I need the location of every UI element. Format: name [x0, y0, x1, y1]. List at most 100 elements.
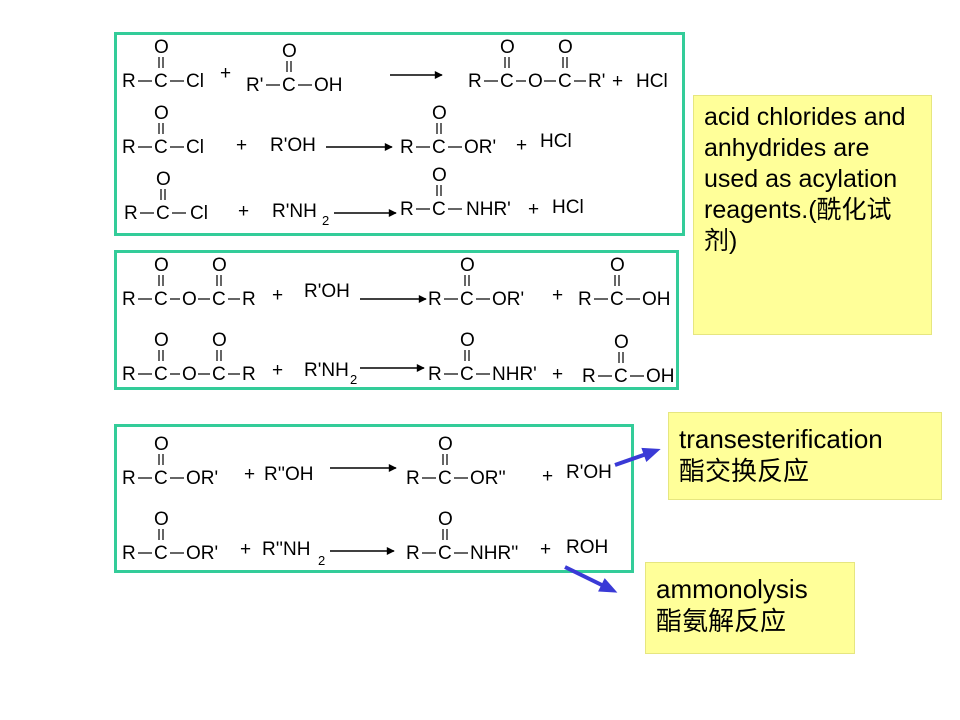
alcohol: R'OH: [270, 135, 316, 156]
alcohol: ROH: [566, 537, 608, 558]
carbonyl-carbon: C: [154, 137, 168, 158]
plus-sign: +: [552, 364, 563, 385]
alkoxy-group: OR': [186, 468, 218, 489]
plus-sign: +: [516, 135, 527, 156]
carbonyl-oxygen: O: [610, 255, 625, 276]
carbonyl-oxygen: O: [558, 37, 573, 58]
hydrogen-chloride: HCl: [636, 71, 668, 92]
carbonyl-carbon: C: [500, 71, 514, 92]
plus-sign: +: [272, 285, 283, 306]
carbonyl-carbon: C: [212, 364, 226, 385]
chlorine: Cl: [186, 137, 204, 158]
bridge-oxygen: O: [182, 289, 197, 310]
plus-sign: +: [238, 201, 249, 222]
hydroxyl: OH: [646, 366, 675, 387]
carbonyl-carbon: C: [438, 543, 452, 564]
plus-sign: +: [220, 63, 231, 84]
alcohol: R''OH: [264, 464, 313, 485]
alkyl-group: R: [122, 364, 136, 385]
alkyl-group: R: [122, 71, 136, 92]
carbonyl-oxygen: O: [156, 169, 171, 190]
plus-sign: +: [528, 199, 539, 220]
alkyl-group: R: [122, 468, 136, 489]
carbonyl-oxygen: O: [432, 103, 447, 124]
ammonolysis-note: ammonolysis 酯氨解反应: [645, 562, 855, 654]
chlorine: Cl: [190, 203, 208, 224]
alkyl-group: R: [468, 71, 482, 92]
carbonyl-carbon: C: [460, 364, 474, 385]
subscript-two: 2: [350, 372, 357, 387]
carbonyl-carbon: C: [156, 203, 170, 224]
alkyl-group: R: [578, 289, 592, 310]
plus-sign: +: [540, 539, 551, 560]
carbonyl-carbon: C: [154, 71, 168, 92]
alkyl-group: R: [428, 364, 442, 385]
carbonyl-carbon: C: [614, 366, 628, 387]
amine: R'NH: [272, 201, 317, 222]
alkyl-group: R: [406, 543, 420, 564]
transesterification-label-cn: 酯交换反应: [679, 456, 810, 486]
carbonyl-oxygen: O: [432, 165, 447, 186]
bridge-oxygen: O: [182, 364, 197, 385]
plus-sign: +: [542, 466, 553, 487]
chlorine: Cl: [186, 71, 204, 92]
carbonyl-oxygen: O: [154, 434, 169, 455]
amine: R'NH: [304, 360, 349, 381]
alkyl-group: R: [582, 366, 596, 387]
hydroxyl: OH: [642, 289, 671, 310]
alkyl-group: R: [122, 543, 136, 564]
alkyl-group: R: [124, 203, 138, 224]
carbonyl-oxygen: O: [282, 41, 297, 62]
hydroxyl: OH: [314, 75, 343, 96]
ammonolysis-label: ammonolysis: [656, 574, 808, 604]
carbonyl-carbon: C: [460, 289, 474, 310]
plus-sign: +: [612, 71, 623, 92]
subscript-two: 2: [318, 553, 325, 568]
carbonyl-oxygen: O: [212, 255, 227, 276]
amide-group: NHR': [466, 199, 511, 220]
ammonolysis-label-cn: 酯氨解反应: [656, 606, 787, 636]
plus-sign: +: [236, 135, 247, 156]
acylation-note: acid chlorides and anhydrides are used a…: [693, 95, 932, 335]
alkyl-group: R: [406, 468, 420, 489]
transesterification-pointer-arrow-head: [641, 447, 661, 462]
hydrogen-chloride: HCl: [540, 131, 572, 152]
carbonyl-oxygen: O: [500, 37, 515, 58]
alkoxy-group: OR'': [470, 468, 506, 489]
alcohol: R'OH: [304, 281, 350, 302]
carbonyl-oxygen: O: [154, 255, 169, 276]
plus-sign: +: [240, 539, 251, 560]
carbonyl-carbon: C: [282, 75, 296, 96]
alkyl-group: R: [122, 137, 136, 158]
alkyl-group: R': [246, 75, 263, 96]
carbonyl-carbon: C: [154, 468, 168, 489]
carbonyl-carbon: C: [438, 468, 452, 489]
carbonyl-carbon: C: [432, 137, 446, 158]
carbonyl-oxygen: O: [154, 330, 169, 351]
carbonyl-oxygen: O: [614, 332, 629, 353]
alkoxy-group: OR': [492, 289, 524, 310]
alkoxy-group: OR': [464, 137, 496, 158]
alkyl-group: R: [242, 289, 256, 310]
carbonyl-carbon: C: [610, 289, 624, 310]
ammonolysis-pointer-arrow-head: [598, 578, 618, 593]
plus-sign: +: [552, 285, 563, 306]
alkoxy-group: OR': [186, 543, 218, 564]
plus-sign: +: [244, 464, 255, 485]
acid-chloride-reactions-box: [114, 32, 685, 236]
alcohol: R'OH: [566, 462, 612, 483]
transesterification-label: transesterification: [679, 424, 883, 454]
carbonyl-oxygen: O: [154, 37, 169, 58]
plus-sign: +: [272, 360, 283, 381]
alkyl-group: R: [122, 289, 136, 310]
alkyl-group: R: [428, 289, 442, 310]
carbonyl-oxygen: O: [438, 434, 453, 455]
carbonyl-carbon: C: [432, 199, 446, 220]
carbonyl-oxygen: O: [212, 330, 227, 351]
carbonyl-oxygen: O: [154, 509, 169, 530]
carbonyl-oxygen: O: [154, 103, 169, 124]
subscript-two: 2: [322, 213, 329, 228]
carbonyl-carbon: C: [558, 71, 572, 92]
carbonyl-oxygen: O: [438, 509, 453, 530]
